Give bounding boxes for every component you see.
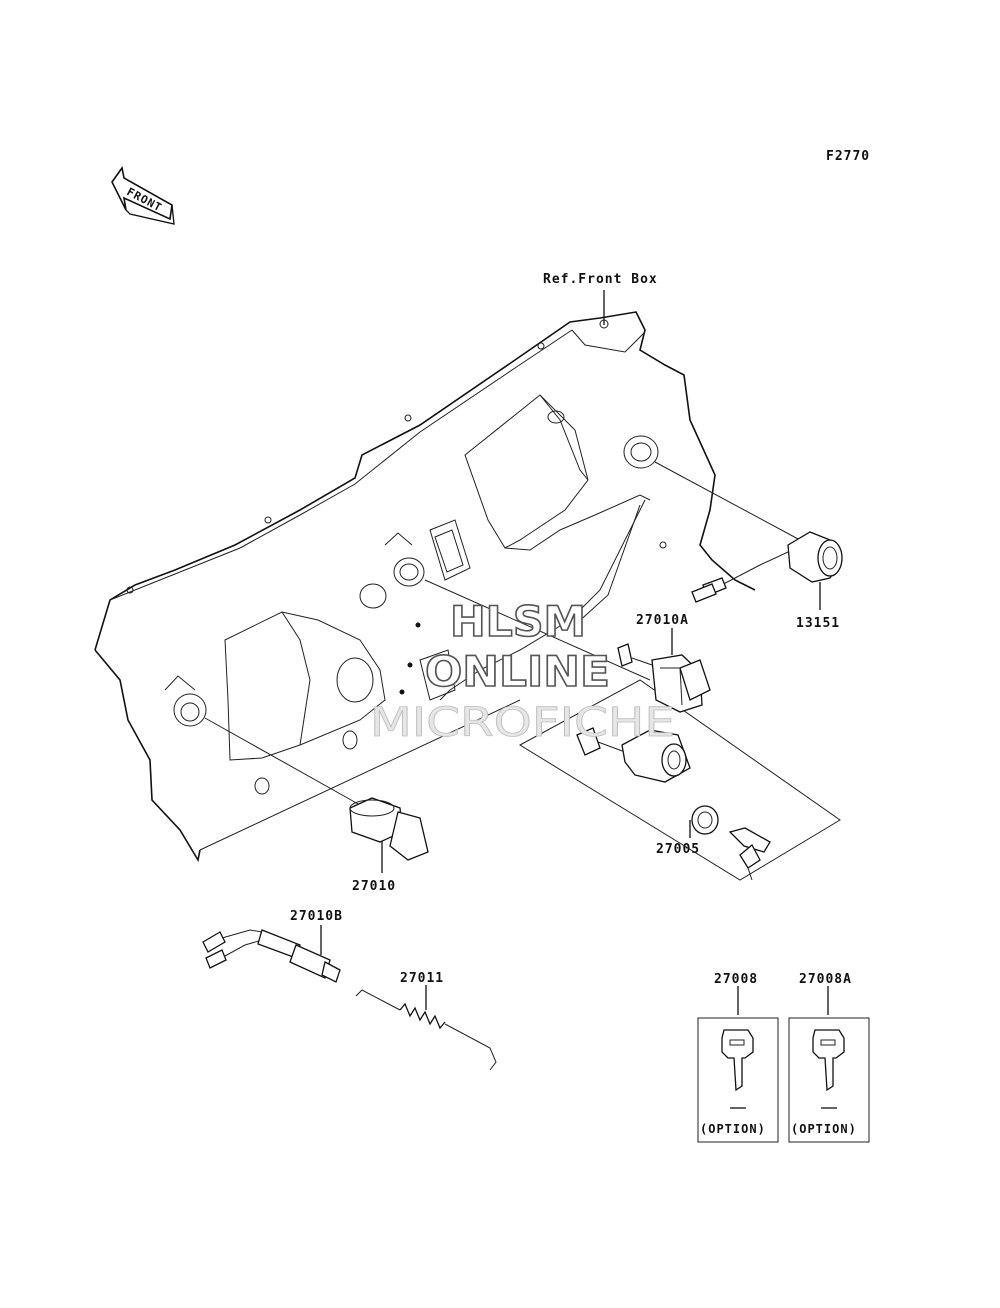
part-27008-label: 27008: [714, 972, 758, 987]
part-27005-label: 27005: [656, 842, 700, 857]
part-27010B-switch: [202, 929, 341, 983]
option-label-27008A: (OPTION): [791, 1122, 857, 1136]
front-arrow-icon: FRONT: [111, 166, 175, 225]
option-key-27008: [697, 1017, 779, 1143]
part-13151-label: 13151: [796, 616, 840, 631]
part-27008A-label: 27008A: [799, 972, 852, 987]
figure-code: F2770: [826, 149, 870, 164]
front-box-panel: [94, 311, 756, 863]
watermark: HLSM ONLINE MICROFICHE: [370, 596, 676, 746]
watermark-line-3: MICROFICHE: [370, 700, 675, 746]
part-27010A-label: 27010A: [636, 613, 689, 628]
part-27011-spring: [355, 989, 497, 1071]
part-27010B-label: 27010B: [290, 909, 343, 924]
part-27010A-switch: [617, 643, 711, 713]
part-27010-label: 27010: [352, 879, 396, 894]
watermark-line-2: ONLINE: [425, 647, 610, 696]
option-label-27008: (OPTION): [700, 1122, 766, 1136]
part-27010-switch: [349, 797, 429, 861]
option-key-27008A: [788, 1017, 870, 1143]
reference-label: Ref.Front Box: [543, 272, 658, 287]
part-27011-label: 27011: [400, 971, 444, 986]
part-13151-socket: [691, 531, 843, 603]
part-27005-ignition: [576, 727, 771, 881]
watermark-line-1: HLSM: [450, 597, 586, 646]
explosion-lines: [204, 461, 841, 1015]
